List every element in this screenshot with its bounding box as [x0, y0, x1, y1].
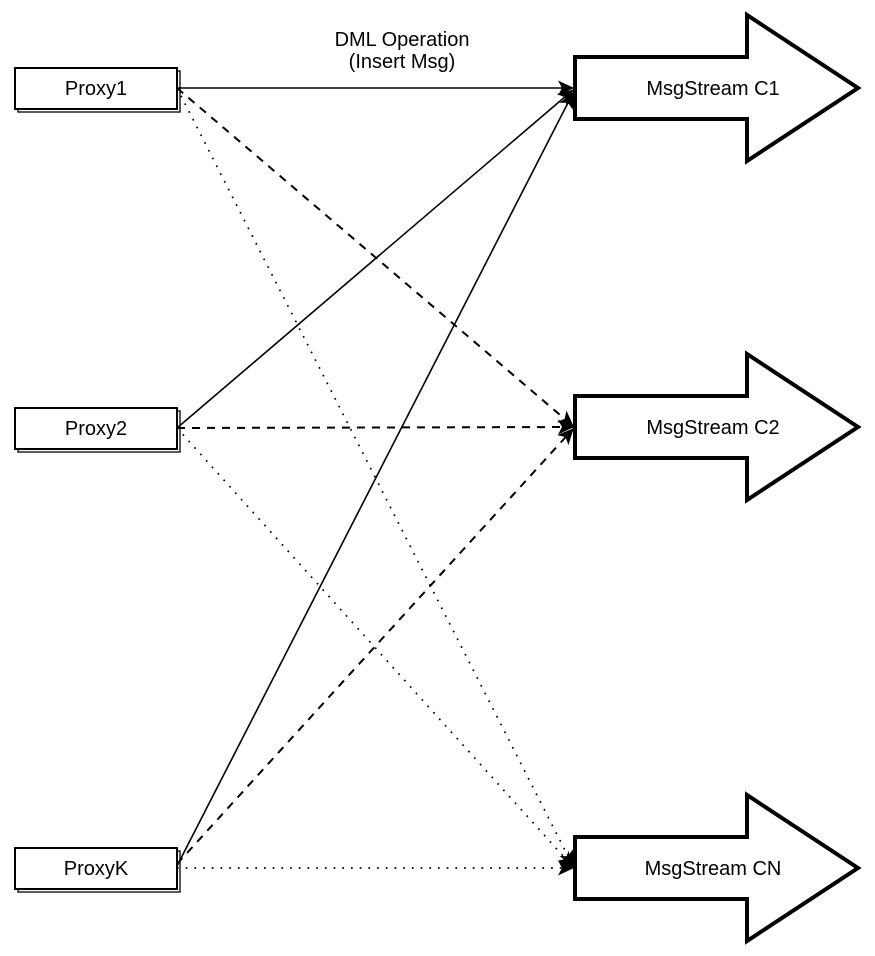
edge-proxy2-to-msgstream-c1: [176, 89, 574, 429]
node-proxy1: Proxy1: [14, 67, 181, 113]
msgstream-c1-label: MsgStream C1: [646, 78, 779, 100]
node-msgstream-c2: MsgStream C2: [573, 350, 862, 504]
edge-proxyk-to-msgstream-c2: [176, 428, 574, 865]
proxyk-box: [14, 847, 178, 890]
msgstream-c1-arrow-shape: [573, 11, 862, 165]
edge-annotation-line1: DML Operation: [335, 29, 470, 51]
proxy1-box: [14, 67, 178, 110]
msgstream-cn-label: MsgStream CN: [645, 858, 782, 880]
edge-group: [176, 80, 574, 876]
proxy2-box: [14, 407, 178, 450]
msgstream-cn-arrow-shape: [573, 791, 862, 945]
proxy2-label: Proxy2: [65, 418, 127, 440]
edge-annotation: DML Operation (Insert Msg): [335, 29, 470, 73]
node-msgstream-c1: MsgStream C1: [573, 11, 862, 165]
node-proxyk: ProxyK: [14, 847, 181, 893]
proxyk-label: ProxyK: [64, 858, 129, 880]
node-proxy2: Proxy2: [14, 407, 181, 453]
edge-proxy2-to-msgstream-c2: [176, 419, 574, 435]
proxy1-label: Proxy1: [65, 78, 127, 100]
edge-proxyk-to-msgstream-c1: [176, 92, 574, 867]
msgstream-c2-label: MsgStream C2: [646, 417, 779, 439]
edge-annotation-line2: (Insert Msg): [349, 51, 456, 73]
msgstream-c2-arrow-shape: [573, 350, 862, 504]
node-msgstream-cn: MsgStream CN: [573, 791, 862, 945]
edge-proxy1-to-msgstream-cn: [176, 87, 574, 867]
edge-proxy1-to-msgstream-c2: [176, 87, 574, 427]
